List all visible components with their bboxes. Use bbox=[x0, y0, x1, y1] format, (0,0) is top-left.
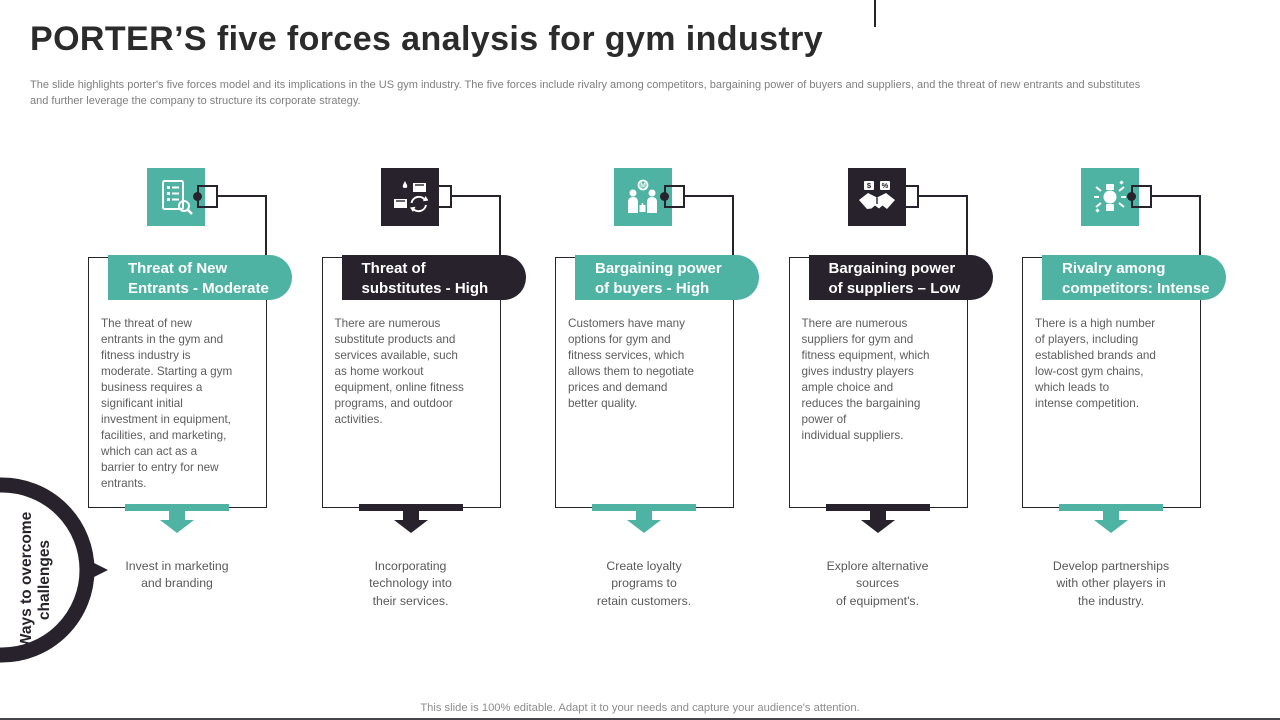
slide-bottom-edge bbox=[0, 718, 1280, 720]
recommendation-text: Explore alternative sources of equipment… bbox=[826, 559, 929, 608]
down-arrow-head bbox=[627, 520, 661, 533]
connector-line-vertical bbox=[265, 195, 267, 259]
down-arrow-head bbox=[1094, 520, 1128, 533]
connector-line-vertical bbox=[498, 195, 501, 259]
connector-line-vertical bbox=[1199, 195, 1201, 259]
svg-text:%: % bbox=[881, 181, 888, 190]
connector-dot bbox=[426, 192, 436, 201]
connector-line-vertical bbox=[965, 195, 968, 259]
down-arrow-bar bbox=[592, 504, 696, 511]
force-description: There is a high number of players, inclu… bbox=[1035, 317, 1156, 411]
substitute-products-icon bbox=[393, 181, 428, 213]
force-description: There are numerous suppliers for gym and… bbox=[801, 317, 930, 443]
recommendation-text: Create loyalty programs to retain custom… bbox=[596, 559, 692, 608]
down-arrow-bar bbox=[358, 504, 463, 511]
connector-line-horizontal bbox=[916, 195, 968, 197]
recommendation-text: Incorporating technology into their serv… bbox=[369, 559, 452, 608]
force-title-banner: Rivalry among competitors: Intense bbox=[1042, 255, 1226, 300]
connector-dot bbox=[893, 192, 903, 201]
down-arrow-stem bbox=[636, 511, 652, 520]
recommendation-text: Develop partnerships with other players … bbox=[1052, 559, 1170, 608]
force-column-rivalry: Rivalry among competitors: Intense There… bbox=[1022, 0, 1256, 720]
force-title-banner: Threat of substitutes - High bbox=[341, 255, 526, 300]
connector-line-horizontal bbox=[1150, 195, 1201, 197]
buyers-icon: M bbox=[628, 179, 657, 213]
force-column-substitutes: Threat of substitutes - High There are n… bbox=[321, 0, 556, 720]
connector-dot bbox=[660, 192, 669, 201]
slide-subtitle: The slide highlights porter's five force… bbox=[30, 79, 1141, 107]
down-arrow-head bbox=[393, 520, 428, 533]
page-title: PORTER’S five forces analysis for gym in… bbox=[30, 20, 824, 58]
force-column-buyers: M Bargaining power of buyers - High Cust… bbox=[555, 0, 789, 720]
handshake-icon: $ % bbox=[858, 181, 895, 209]
down-arrow-stem bbox=[1103, 511, 1119, 520]
checklist-document-icon bbox=[162, 180, 193, 215]
rivalry-icon bbox=[1094, 180, 1126, 213]
connector-line-horizontal bbox=[216, 195, 267, 197]
side-label: Ways to overcome challenges bbox=[18, 511, 54, 649]
half-ring-shape bbox=[0, 477, 108, 663]
down-arrow-head bbox=[160, 520, 194, 533]
down-arrow-bar bbox=[1059, 504, 1163, 511]
force-title-banner: Bargaining power of suppliers – Low bbox=[808, 255, 993, 300]
force-title-banner: Threat of New Entrants - Moderate bbox=[108, 255, 292, 300]
svg-text:M: M bbox=[640, 183, 646, 190]
force-title-banner: Bargaining power of buyers - High bbox=[575, 255, 759, 300]
down-arrow-head bbox=[860, 520, 895, 533]
force-description: The threat of new entrants in the gym an… bbox=[101, 317, 233, 491]
force-column-suppliers: $ % Bargaining power of suppliers – Low … bbox=[788, 0, 1023, 720]
force-description: Customers have many options for gym and … bbox=[568, 317, 695, 411]
svg-text:$: $ bbox=[866, 181, 871, 190]
connector-line-vertical bbox=[732, 195, 734, 259]
force-description: There are numerous substitute products a… bbox=[334, 317, 464, 427]
force-icon-box: M bbox=[614, 168, 672, 226]
recommendation-text: Invest in marketing and branding bbox=[125, 559, 229, 591]
down-arrow-stem bbox=[869, 511, 886, 520]
footer-note: This slide is 100% editable. Adapt it to… bbox=[420, 702, 860, 714]
connector-line-horizontal bbox=[683, 195, 734, 197]
down-arrow-stem bbox=[402, 511, 419, 520]
down-arrow-stem bbox=[169, 511, 185, 520]
ring-pointer-arrow bbox=[84, 558, 108, 582]
connector-line-horizontal bbox=[449, 195, 501, 197]
connector-dot bbox=[193, 192, 202, 201]
force-column-new-entrants: Threat of New Entrants - Moderate The th… bbox=[88, 0, 322, 720]
down-arrow-bar bbox=[825, 504, 930, 511]
top-edge-tick bbox=[874, 0, 876, 27]
connector-dot bbox=[1127, 192, 1136, 201]
down-arrow-bar bbox=[125, 504, 229, 511]
